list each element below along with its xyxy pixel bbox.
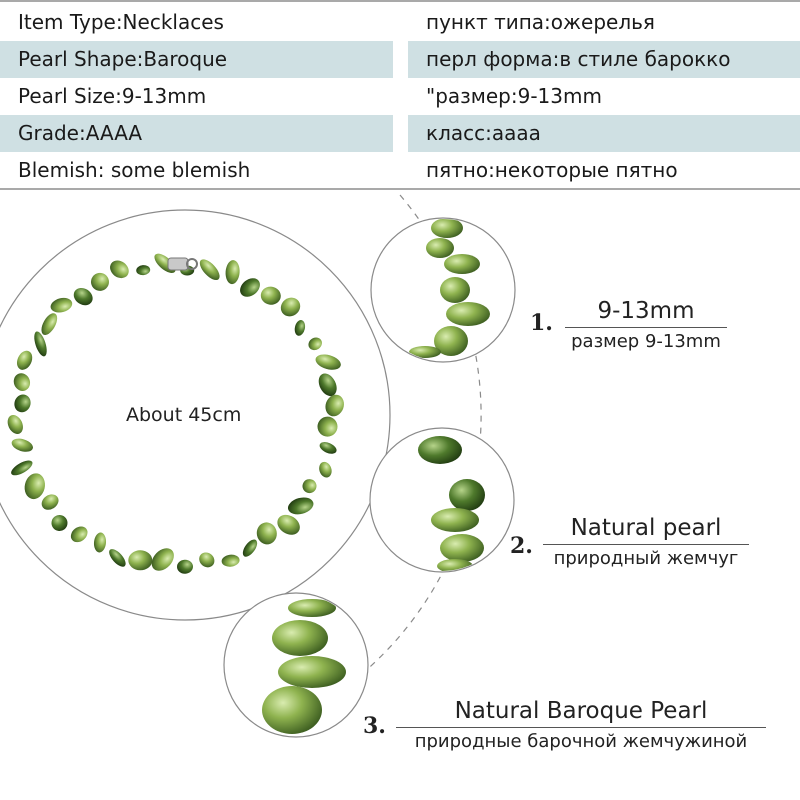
- spec-ru-item-type: пункт типа:ожерелья: [426, 10, 655, 34]
- detail-number-3: 3.: [363, 713, 386, 739]
- pearl-bead: [294, 320, 306, 336]
- spec-row-item-type: Item Type:Necklaces пункт типа:ожерелья: [0, 4, 800, 41]
- spec-row-pearl-size: Pearl Size:9-13mm "размер:9-13mm: [0, 78, 800, 115]
- pearl-bead: [242, 539, 258, 557]
- pearl-bead: [41, 494, 59, 510]
- detail-number-2: 2.: [510, 533, 533, 559]
- spec-table: Item Type:Necklaces пункт типа:ожерелья …: [0, 0, 800, 190]
- detail-number-1: 1.: [530, 310, 553, 336]
- pearl-bead: [14, 394, 31, 413]
- spec-en-pearl-size: Pearl Size:9-13mm: [18, 84, 207, 108]
- pearl-bead: [177, 559, 193, 574]
- pearl-bead: [256, 522, 277, 545]
- pearl-bead: [51, 515, 68, 531]
- pearl-bead: [41, 313, 58, 335]
- pearl-bead: [319, 461, 332, 478]
- pearl-bead: [287, 497, 314, 515]
- pearl-bead: [260, 286, 281, 305]
- pearl-bead: [199, 259, 220, 281]
- pearl-bead: [50, 297, 73, 313]
- spec-ru-grade: класс:аааа: [408, 115, 800, 152]
- detail-subtitle-3: природные барочной жемчужиной: [414, 731, 748, 752]
- detail-subtitle-2: природный жемчуг: [553, 548, 739, 569]
- pearl-bead: [277, 514, 300, 535]
- pearl-bead: [13, 373, 31, 391]
- necklace-length-label: About 45cm: [126, 404, 242, 426]
- pearl-bead: [70, 526, 88, 543]
- pearl-bead: [136, 265, 151, 276]
- pearl-bead: [319, 442, 337, 454]
- detail-label-3: Natural Baroque Pearl природные барочной…: [396, 698, 766, 752]
- pearl-bead: [109, 549, 126, 567]
- pearl-bead: [7, 415, 23, 434]
- zoom-circle-3: [223, 592, 369, 738]
- detail-title-3: Natural Baroque Pearl: [454, 698, 708, 724]
- pearl-bead: [11, 438, 33, 452]
- pearl-bead: [315, 354, 341, 370]
- clasp-icon: [167, 257, 198, 271]
- spec-ru-pearl-shape: перл форма:в стиле барокко: [408, 41, 800, 78]
- detail-title-2: Natural pearl: [570, 515, 722, 541]
- pearl-bead: [318, 373, 337, 397]
- pearl-bead: [11, 460, 33, 476]
- spec-row-pearl-shape: Pearl Shape:Baroque перл форма:в стиле б…: [0, 41, 800, 78]
- pearl-bead: [151, 548, 174, 571]
- pearl-bead: [110, 260, 129, 279]
- detail-label-1: 9-13mm размер 9-13mm: [565, 298, 727, 352]
- spec-en-grade: Grade:AAAA: [0, 115, 393, 152]
- pearl-bead: [93, 532, 107, 553]
- detail-label-2: Natural pearl природный жемчуг: [543, 515, 749, 569]
- spec-en-pearl-shape: Pearl Shape:Baroque: [0, 41, 393, 78]
- detail-subtitle-1: размер 9-13mm: [571, 331, 721, 352]
- pearl-bead: [221, 554, 240, 567]
- pearl-bead: [317, 416, 338, 437]
- pearl-bead: [91, 272, 109, 291]
- pearl-bead: [240, 278, 260, 297]
- spec-ru-pearl-size: "размер:9-13mm: [426, 84, 602, 108]
- detail-rule-1: [565, 327, 727, 328]
- pearl-bead: [128, 550, 153, 571]
- pearl-bead: [16, 350, 33, 370]
- necklace-pearls: [7, 253, 344, 574]
- pearl-bead: [280, 297, 301, 317]
- detail-rule-3: [396, 727, 766, 728]
- pearl-bead: [34, 331, 47, 357]
- pearl-bead: [325, 394, 344, 417]
- zoom-circle-2: [369, 427, 515, 573]
- detail-rule-2: [543, 544, 749, 545]
- spec-en-item-type: Item Type:Necklaces: [18, 10, 224, 34]
- spec-ru-blemish: пятно:некоторые пятно: [426, 158, 678, 182]
- detail-title-1: 9-13mm: [597, 298, 695, 324]
- necklace-frame-circle: [0, 209, 391, 621]
- pearl-bead: [199, 552, 215, 568]
- pearl-bead: [24, 473, 45, 500]
- spec-row-blemish: Blemish: some blemish пятно:некоторые пя…: [0, 152, 800, 189]
- spec-en-blemish: Blemish: some blemish: [18, 158, 251, 182]
- pearl-bead: [302, 479, 317, 494]
- pearl-bead: [225, 260, 240, 285]
- zoom-circle-1: [370, 217, 516, 363]
- spec-row-grade: Grade:AAAA класс:аааа: [0, 115, 800, 152]
- pearl-bead: [308, 337, 322, 351]
- pearl-bead: [73, 287, 93, 306]
